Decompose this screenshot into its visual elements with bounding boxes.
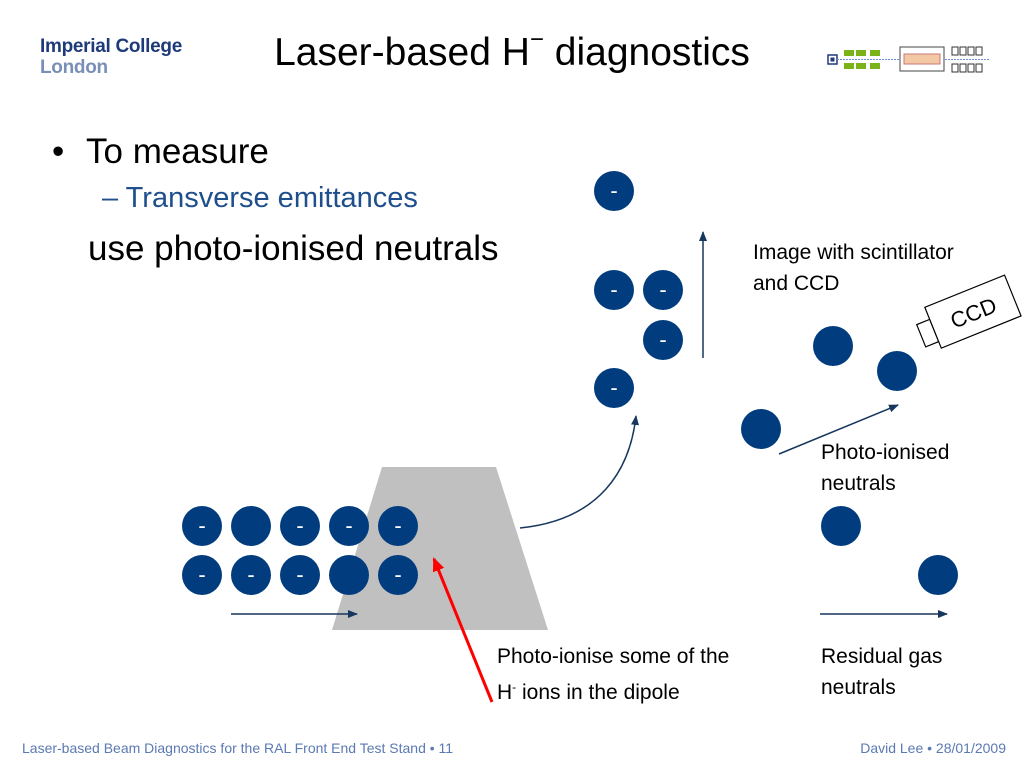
deflected-beam-arrow [519, 415, 639, 529]
ion-minus-label: - [296, 562, 303, 587]
photo-ionised-neutrals-label: Photo-ionised neutrals [821, 437, 949, 499]
ion-minus-label: - [296, 513, 303, 538]
bullet-list: • To measure – Transverse emittances use … [52, 132, 499, 269]
ion-minus-label: - [610, 178, 617, 203]
neutral-particle [813, 326, 853, 366]
ion-minus-label: - [198, 562, 205, 587]
dipole-magnet [332, 467, 548, 630]
ion-particle: - [280, 506, 320, 546]
photo-ionised-label-line-1: Photo-ionised [821, 441, 950, 464]
neutral-particle [231, 506, 271, 546]
bullet-level-2: – Transverse emittances [102, 182, 418, 214]
ion-particle: - [378, 555, 418, 595]
photo-ionised-label-line-2: neutrals [821, 472, 896, 495]
ion-particle: - [594, 171, 634, 211]
bullet-dot: • [52, 132, 65, 171]
ion-particle: - [329, 506, 369, 546]
ion-particle: - [182, 555, 222, 595]
neutral-particle [918, 555, 958, 595]
photo-ionise-label-line-1: Photo-ionise some of the [497, 645, 730, 668]
title-text: Laser-based H [274, 31, 530, 74]
ion-minus-label: - [198, 513, 205, 538]
residual-gas-neutrals-label: Residual gas neutrals [821, 641, 942, 703]
title-superscript: − [529, 26, 544, 53]
ion-particle: - [231, 555, 271, 595]
ion-particle: - [643, 270, 683, 310]
ion-particle: - [182, 506, 222, 546]
page-title: Laser-based H− diagnostics [0, 26, 1024, 75]
neutral-particle [741, 409, 781, 449]
footer-right: David Lee • 28/01/2009 [860, 740, 1006, 756]
scintillator-label-line-1: Image with scintillator [753, 241, 954, 264]
ion-minus-label: - [610, 375, 617, 400]
footer-left: Laser-based Beam Diagnostics for the RAL… [22, 740, 454, 756]
ion-minus-label: - [394, 562, 401, 587]
ion-minus-label: - [394, 513, 401, 538]
ion-group: - - - - - - - - - - - - - [182, 171, 683, 595]
ion-minus-label: - [610, 277, 617, 302]
neutral-particle [877, 351, 917, 391]
ion-minus-label: - [659, 277, 666, 302]
bullet-level-1: • To measure [52, 132, 499, 172]
imperial-college-logo: Imperial College London [40, 36, 182, 78]
neutral-group [231, 326, 958, 595]
bullet-level-1-text: To measure [86, 132, 269, 171]
ion-particle: - [643, 320, 683, 360]
photo-ionised-neutrals-arrow [778, 404, 899, 455]
ion-particle: - [594, 270, 634, 310]
photo-ionise-label-rest: ions in the dipole [516, 681, 680, 704]
laser-arrow [432, 557, 494, 703]
title-suffix: diagnostics [543, 31, 750, 74]
beamline-icon [827, 46, 990, 73]
scintillator-label-line-2: and CCD [753, 272, 840, 295]
neutral-particle [329, 555, 369, 595]
h-minus-superscript: - [512, 680, 517, 694]
residual-gas-label-line-2: neutrals [821, 676, 896, 699]
ion-minus-label: - [247, 562, 254, 587]
ccd-camera: CCD [915, 274, 1022, 349]
ion-particle: - [378, 506, 418, 546]
ion-minus-label: - [659, 327, 666, 352]
ion-minus-label: - [345, 513, 352, 538]
ion-particle: - [594, 368, 634, 408]
photo-ionise-label: Photo-ionise some of the H- ions in the … [497, 641, 729, 708]
h-symbol: H [497, 681, 513, 704]
logo-line-1: Imperial College [40, 36, 182, 57]
neutral-particle [821, 506, 861, 546]
ion-particle: - [280, 555, 320, 595]
residual-gas-label-line-1: Residual gas [821, 645, 943, 668]
photo-ionise-label-line-2: H- ions in the dipole [497, 672, 729, 708]
bullet-continuation: use photo-ionised neutrals [88, 229, 499, 268]
scintillator-ccd-label: Image with scintillator and CCD [753, 237, 954, 299]
logo-line-2: London [40, 57, 108, 78]
